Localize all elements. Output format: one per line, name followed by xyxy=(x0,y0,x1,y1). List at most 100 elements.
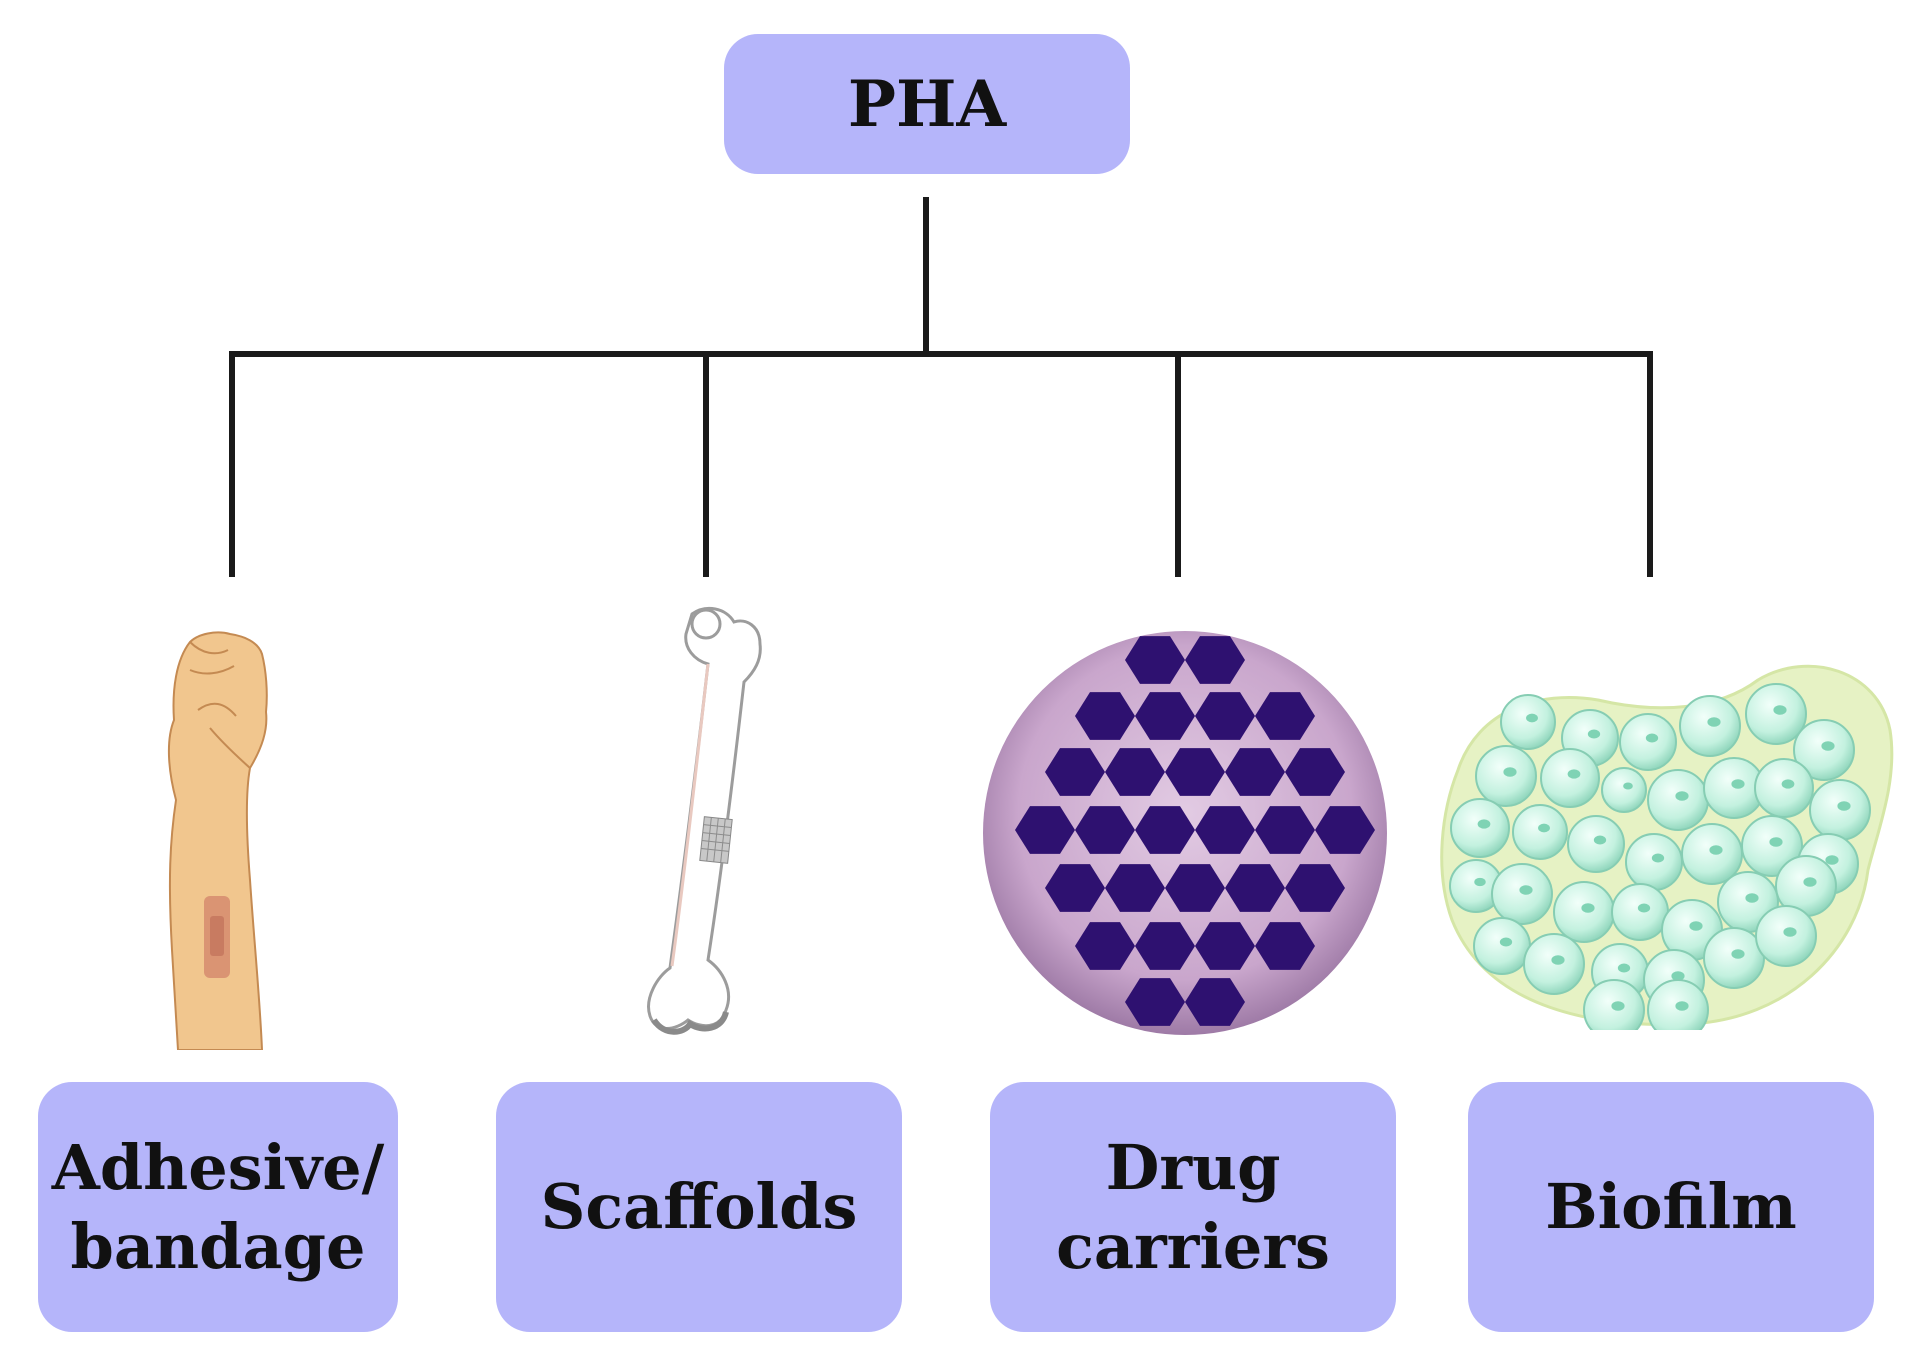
biofilm-cell xyxy=(1553,881,1615,943)
biofilm-cell xyxy=(1809,779,1871,841)
hexagon-particle xyxy=(1075,806,1135,854)
cell-nucleus xyxy=(1651,853,1665,863)
biofilm-cell xyxy=(1611,883,1669,941)
hexagon-particle xyxy=(1165,748,1225,796)
leaf-node-scaffolds: Scaffolds xyxy=(496,1082,902,1332)
cell-nucleus xyxy=(1474,877,1486,887)
cell-nucleus xyxy=(1675,1001,1689,1011)
root-node-pha: PHA xyxy=(724,34,1130,174)
root-label: PHA xyxy=(847,66,1007,142)
biofilm-cell xyxy=(1681,823,1743,885)
hexagon-particle xyxy=(1315,806,1375,854)
hexagon-particle xyxy=(1045,748,1105,796)
hexagon-particle xyxy=(1285,748,1345,796)
cell-nucleus xyxy=(1551,955,1565,965)
cell-nucleus xyxy=(1526,713,1538,723)
biofilm-cell xyxy=(1703,927,1765,989)
cell-nucleus xyxy=(1731,949,1745,959)
cell-nucleus xyxy=(1499,937,1513,947)
biofilm-cell xyxy=(1523,933,1585,995)
hexagon-particle xyxy=(1185,978,1245,1026)
arm-bandage-icon xyxy=(167,631,268,1050)
hexagon-particle xyxy=(1255,692,1315,740)
biofilm-cell xyxy=(1512,804,1568,860)
biofilm-cells-icon xyxy=(1440,664,1894,1030)
bone-scaffold-icon xyxy=(647,606,762,1035)
cell-nucleus xyxy=(1781,779,1795,789)
leaf-node-drug-carriers: Drug carriers xyxy=(990,1082,1396,1332)
hexagon-particle xyxy=(1135,692,1195,740)
biofilm-cell xyxy=(1741,815,1803,877)
hexagon-particle xyxy=(1125,636,1185,684)
biofilm-cell xyxy=(1745,683,1807,745)
biofilm-cell xyxy=(1625,833,1683,891)
cell-nucleus xyxy=(1637,903,1651,913)
cell-nucleus xyxy=(1519,885,1533,895)
cell-nucleus xyxy=(1745,893,1759,903)
hexagon-particle xyxy=(1135,922,1195,970)
hexagon-particle xyxy=(1185,636,1245,684)
cell-nucleus xyxy=(1617,963,1631,973)
cell-nucleus xyxy=(1645,733,1659,743)
biofilm-cell xyxy=(1647,769,1709,831)
hexagon-particle xyxy=(1225,864,1285,912)
cell-nucleus xyxy=(1587,729,1601,739)
biofilm-cell xyxy=(1450,798,1510,858)
hexagon-particle xyxy=(1255,806,1315,854)
biofilm-cell xyxy=(1473,917,1531,975)
cell-nucleus xyxy=(1825,855,1839,865)
cell-nucleus xyxy=(1477,819,1491,829)
cell-nucleus xyxy=(1769,837,1783,847)
leaf-node-adhesive-bandage: Adhesive/ bandage xyxy=(38,1082,398,1332)
biofilm-cell xyxy=(1793,719,1855,781)
biofilm-cell xyxy=(1475,745,1537,807)
biofilm-cell xyxy=(1500,694,1556,750)
biofilm-cell xyxy=(1567,815,1625,873)
cell-nucleus xyxy=(1581,903,1595,913)
cell-nucleus xyxy=(1707,717,1721,727)
leaf-label-line: carriers xyxy=(1056,1210,1330,1283)
hexagon-particle xyxy=(1015,806,1075,854)
cell-nucleus xyxy=(1709,845,1723,855)
leaf-label-line: Drug xyxy=(1105,1130,1281,1204)
hexagon-particle xyxy=(1195,806,1255,854)
leaf-label-line: Scaffolds xyxy=(540,1170,858,1244)
hexagon-particle xyxy=(1105,864,1165,912)
biofilm-cell xyxy=(1491,863,1553,925)
cell-nucleus xyxy=(1503,767,1517,777)
hexagon-particle xyxy=(1075,692,1135,740)
leaf-label-line: Adhesive/ xyxy=(51,1130,385,1204)
cell-nucleus xyxy=(1821,741,1835,751)
hexagon-nanoparticle-icon xyxy=(983,631,1387,1035)
cell-nucleus xyxy=(1689,921,1703,931)
cell-nucleus xyxy=(1837,801,1851,811)
cell-nucleus xyxy=(1731,779,1745,789)
hexagon-particle xyxy=(1135,806,1195,854)
cell-nucleus xyxy=(1593,835,1607,845)
hexagon-particle xyxy=(1195,692,1255,740)
hexagon-particle xyxy=(1225,748,1285,796)
biofilm-cell xyxy=(1754,758,1814,818)
hexagon-particle xyxy=(1165,864,1225,912)
hexagon-particle xyxy=(1255,922,1315,970)
cell-nucleus xyxy=(1623,782,1633,790)
hexagon-particle xyxy=(1075,922,1135,970)
cell-nucleus xyxy=(1567,769,1581,779)
cell-nucleus xyxy=(1773,705,1787,715)
cell-nucleus xyxy=(1538,823,1550,833)
biofilm-cell xyxy=(1619,713,1677,771)
hexagon-particle xyxy=(1125,978,1185,1026)
biofilm-cell xyxy=(1755,905,1817,967)
cell-nucleus xyxy=(1611,1001,1625,1011)
hexagon-particle xyxy=(1195,922,1255,970)
cell-nucleus xyxy=(1671,971,1685,981)
leaf-node-biofilm: Biofilm xyxy=(1468,1082,1874,1332)
biofilm-cell xyxy=(1540,748,1600,808)
hexagon-particle xyxy=(1045,864,1105,912)
cell-nucleus xyxy=(1803,877,1817,887)
cell-nucleus xyxy=(1675,791,1689,801)
leaf-label-line: Biofilm xyxy=(1545,1170,1797,1244)
biofilm-cell xyxy=(1601,767,1647,813)
cell-nucleus xyxy=(1783,927,1797,937)
